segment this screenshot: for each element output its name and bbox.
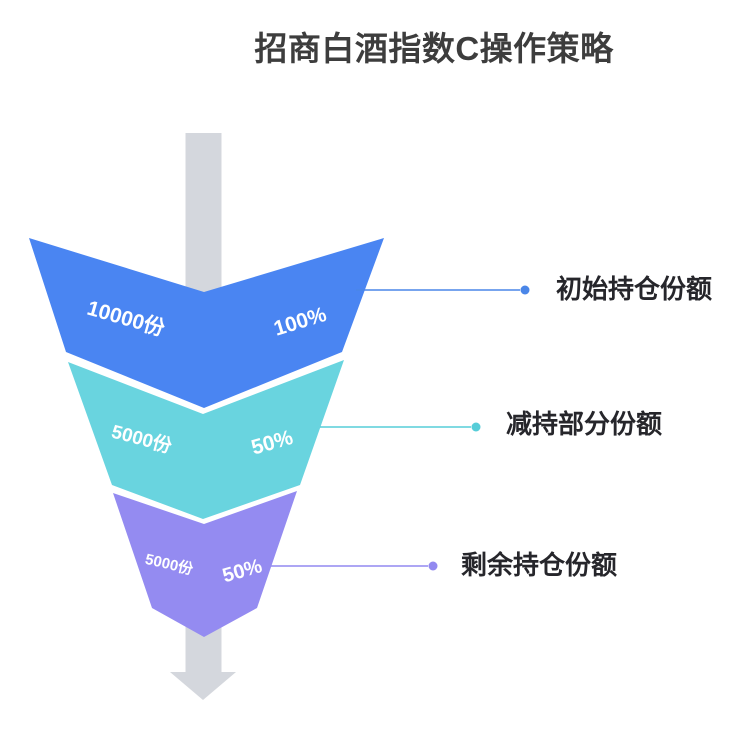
page-title: 招商白酒指数C操作策略 [254,30,614,67]
stage-label-initial: 初始持仓份额 [556,274,713,304]
stage-label-remaining: 剩余持仓份额 [461,550,618,580]
callout-connector-initial [356,285,530,295]
callout-dot-reduced [471,422,481,432]
funnel-stage-remaining-shape [113,491,297,637]
callout-connector-reduced [320,422,481,432]
callout-connector-remaining [271,561,438,571]
callout-dot-remaining [428,561,438,571]
callout-dot-initial [520,285,530,295]
funnel-stage-reduced-shape [68,360,344,519]
stage-label-reduced: 减持部分份额 [506,409,663,439]
funnel-stage-initial-shape [29,238,384,408]
flow-arrow-head [170,672,236,700]
